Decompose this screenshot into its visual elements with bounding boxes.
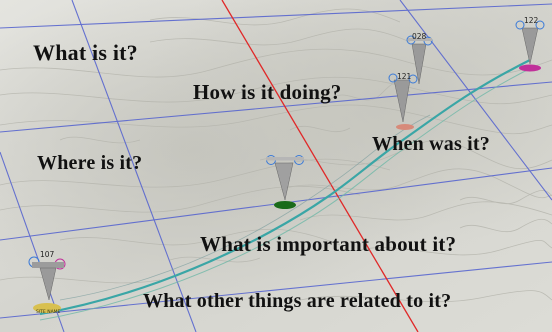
- question-important: What is important about it?: [200, 232, 457, 256]
- question-where: Where is it?: [37, 152, 143, 174]
- question-how: How is it doing?: [193, 80, 342, 104]
- question-what: What is it?: [33, 40, 138, 65]
- map-pin-icon[interactable]: [28, 256, 66, 313]
- marker-label: 122: [524, 16, 539, 25]
- marker-label: 028: [412, 32, 427, 41]
- question-when: When was it?: [372, 133, 490, 155]
- highlight-line: [221, 0, 419, 332]
- map-pin-icon[interactable]: [406, 35, 433, 85]
- question-related: What other things are related to it?: [143, 290, 452, 312]
- map-pin-icon[interactable]: [266, 155, 304, 210]
- marker-label: 107: [40, 250, 55, 259]
- marker-site-label: SITE NAME: [36, 310, 61, 315]
- map-pin-icon[interactable]: [388, 73, 418, 130]
- map-pin-icon[interactable]: [515, 20, 545, 72]
- stream-path[interactable]: [39, 59, 536, 321]
- marker-label: 121: [397, 72, 412, 81]
